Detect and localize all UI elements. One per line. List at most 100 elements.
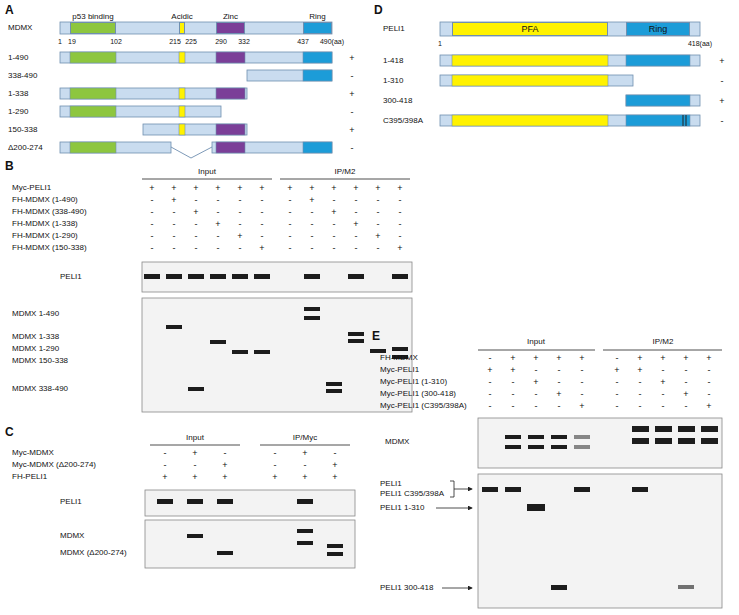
domain-segment bbox=[303, 142, 332, 153]
blot-band bbox=[632, 426, 649, 432]
text-label: Myc-MDMX (Δ200-274) bbox=[12, 461, 96, 469]
text-label: C395/398A bbox=[383, 117, 423, 125]
domain-box: p53 binding bbox=[70, 22, 116, 34]
text-label: Myc-PELI1 bbox=[12, 184, 51, 192]
blot-band bbox=[217, 499, 233, 504]
domain-segment bbox=[216, 52, 245, 63]
blot-band bbox=[678, 438, 695, 444]
mutation-mark bbox=[683, 115, 684, 126]
sign-mark: - bbox=[639, 378, 642, 387]
sign-mark: - bbox=[311, 232, 314, 241]
blot-band bbox=[701, 426, 718, 432]
residue-number: 215 bbox=[169, 38, 181, 45]
blot-band bbox=[254, 274, 270, 279]
sign-mark: - bbox=[173, 244, 176, 253]
sign-mark: - bbox=[195, 220, 198, 229]
sign-mark: - bbox=[581, 366, 584, 375]
text-label: IP/M2 bbox=[653, 338, 674, 346]
text-label: 1-490 bbox=[8, 54, 28, 62]
construct-bar bbox=[143, 124, 247, 135]
sign-mark: - bbox=[164, 461, 167, 470]
sign-mark: - bbox=[489, 354, 492, 363]
sign-mark: + bbox=[237, 184, 242, 193]
text-label: IP/M2 bbox=[335, 168, 356, 176]
text-label: MDMX 338-490 bbox=[12, 385, 68, 393]
sign-mark: - bbox=[355, 244, 358, 253]
text-label: 338-490 bbox=[8, 72, 37, 80]
sign-mark: - bbox=[535, 366, 538, 375]
text-label: IP/Myc bbox=[293, 434, 317, 442]
text-label: FH-PELI1 bbox=[12, 473, 47, 481]
blot-band bbox=[348, 274, 364, 279]
sign-mark: - bbox=[194, 461, 197, 470]
sign-mark: + bbox=[171, 184, 176, 193]
blot-band bbox=[574, 487, 590, 492]
sign-mark: - bbox=[616, 390, 619, 399]
domain-segment bbox=[452, 115, 608, 126]
residue-number: 225 bbox=[185, 38, 197, 45]
sign-mark: + bbox=[332, 461, 337, 470]
sign-mark: + bbox=[349, 53, 354, 62]
sign-mark: - bbox=[217, 196, 220, 205]
domain-segment bbox=[179, 106, 185, 117]
sign-mark: - bbox=[512, 378, 515, 387]
sign-mark: + bbox=[660, 378, 665, 387]
domain-segment bbox=[452, 75, 608, 86]
header-line bbox=[280, 179, 410, 180]
blot-band bbox=[348, 339, 364, 343]
sign-mark: + bbox=[302, 473, 307, 482]
blot-band bbox=[574, 435, 590, 439]
sign-mark: - bbox=[333, 220, 336, 229]
blot-band bbox=[327, 552, 343, 556]
domain-segment bbox=[216, 142, 245, 153]
blot-panel bbox=[478, 418, 722, 468]
blot-band bbox=[304, 274, 320, 279]
text-label: FH-MDMX (1-490) bbox=[12, 196, 78, 204]
sign-mark: - bbox=[558, 378, 561, 387]
sign-mark: + bbox=[349, 89, 354, 98]
blot-band bbox=[210, 274, 226, 279]
sign-mark: + bbox=[706, 354, 711, 363]
sign-mark: + bbox=[192, 449, 197, 458]
domain-label: PFA bbox=[521, 25, 538, 34]
sign-mark: - bbox=[195, 232, 198, 241]
sign-mark: + bbox=[510, 354, 515, 363]
text-label: Myc-PELI1 (C395/398A) bbox=[380, 402, 467, 410]
sign-mark: - bbox=[489, 378, 492, 387]
domain-segment bbox=[452, 55, 608, 66]
sign-mark: - bbox=[239, 244, 242, 253]
sign-mark: - bbox=[311, 220, 314, 229]
sign-mark: - bbox=[151, 208, 154, 217]
pointer-arrow bbox=[442, 588, 472, 589]
sign-mark: - bbox=[721, 116, 724, 125]
sign-mark: - bbox=[355, 196, 358, 205]
text-label: Input bbox=[527, 338, 545, 346]
sign-mark: - bbox=[289, 244, 292, 253]
text-label: FH-MDMX (1-290) bbox=[12, 232, 78, 240]
sign-mark: - bbox=[151, 232, 154, 241]
sign-mark: + bbox=[683, 390, 688, 399]
sign-mark: - bbox=[581, 378, 584, 387]
construct-bar bbox=[440, 115, 700, 126]
construct-bar bbox=[212, 142, 332, 153]
text-label: PELI1 C395/398A bbox=[380, 490, 444, 498]
text-label: PELI1 bbox=[380, 480, 402, 488]
sign-mark: + bbox=[192, 473, 197, 482]
text-label: Myc-PELI1 (1-310) bbox=[380, 378, 447, 386]
sign-mark: + bbox=[637, 366, 642, 375]
header-line bbox=[603, 350, 722, 351]
construct-bar bbox=[60, 52, 332, 63]
sign-mark: - bbox=[217, 232, 220, 241]
sign-mark: - bbox=[399, 220, 402, 229]
sign-mark: + bbox=[162, 473, 167, 482]
sign-mark: + bbox=[397, 184, 402, 193]
domain-box: Ring bbox=[303, 22, 332, 34]
blot-band bbox=[187, 499, 203, 504]
blot-band bbox=[166, 274, 182, 279]
blot-band bbox=[348, 332, 364, 336]
sign-mark: - bbox=[289, 196, 292, 205]
sign-mark: - bbox=[274, 461, 277, 470]
sign-mark: - bbox=[616, 354, 619, 363]
pointer-arrow bbox=[454, 489, 472, 490]
sign-mark: - bbox=[261, 208, 264, 217]
